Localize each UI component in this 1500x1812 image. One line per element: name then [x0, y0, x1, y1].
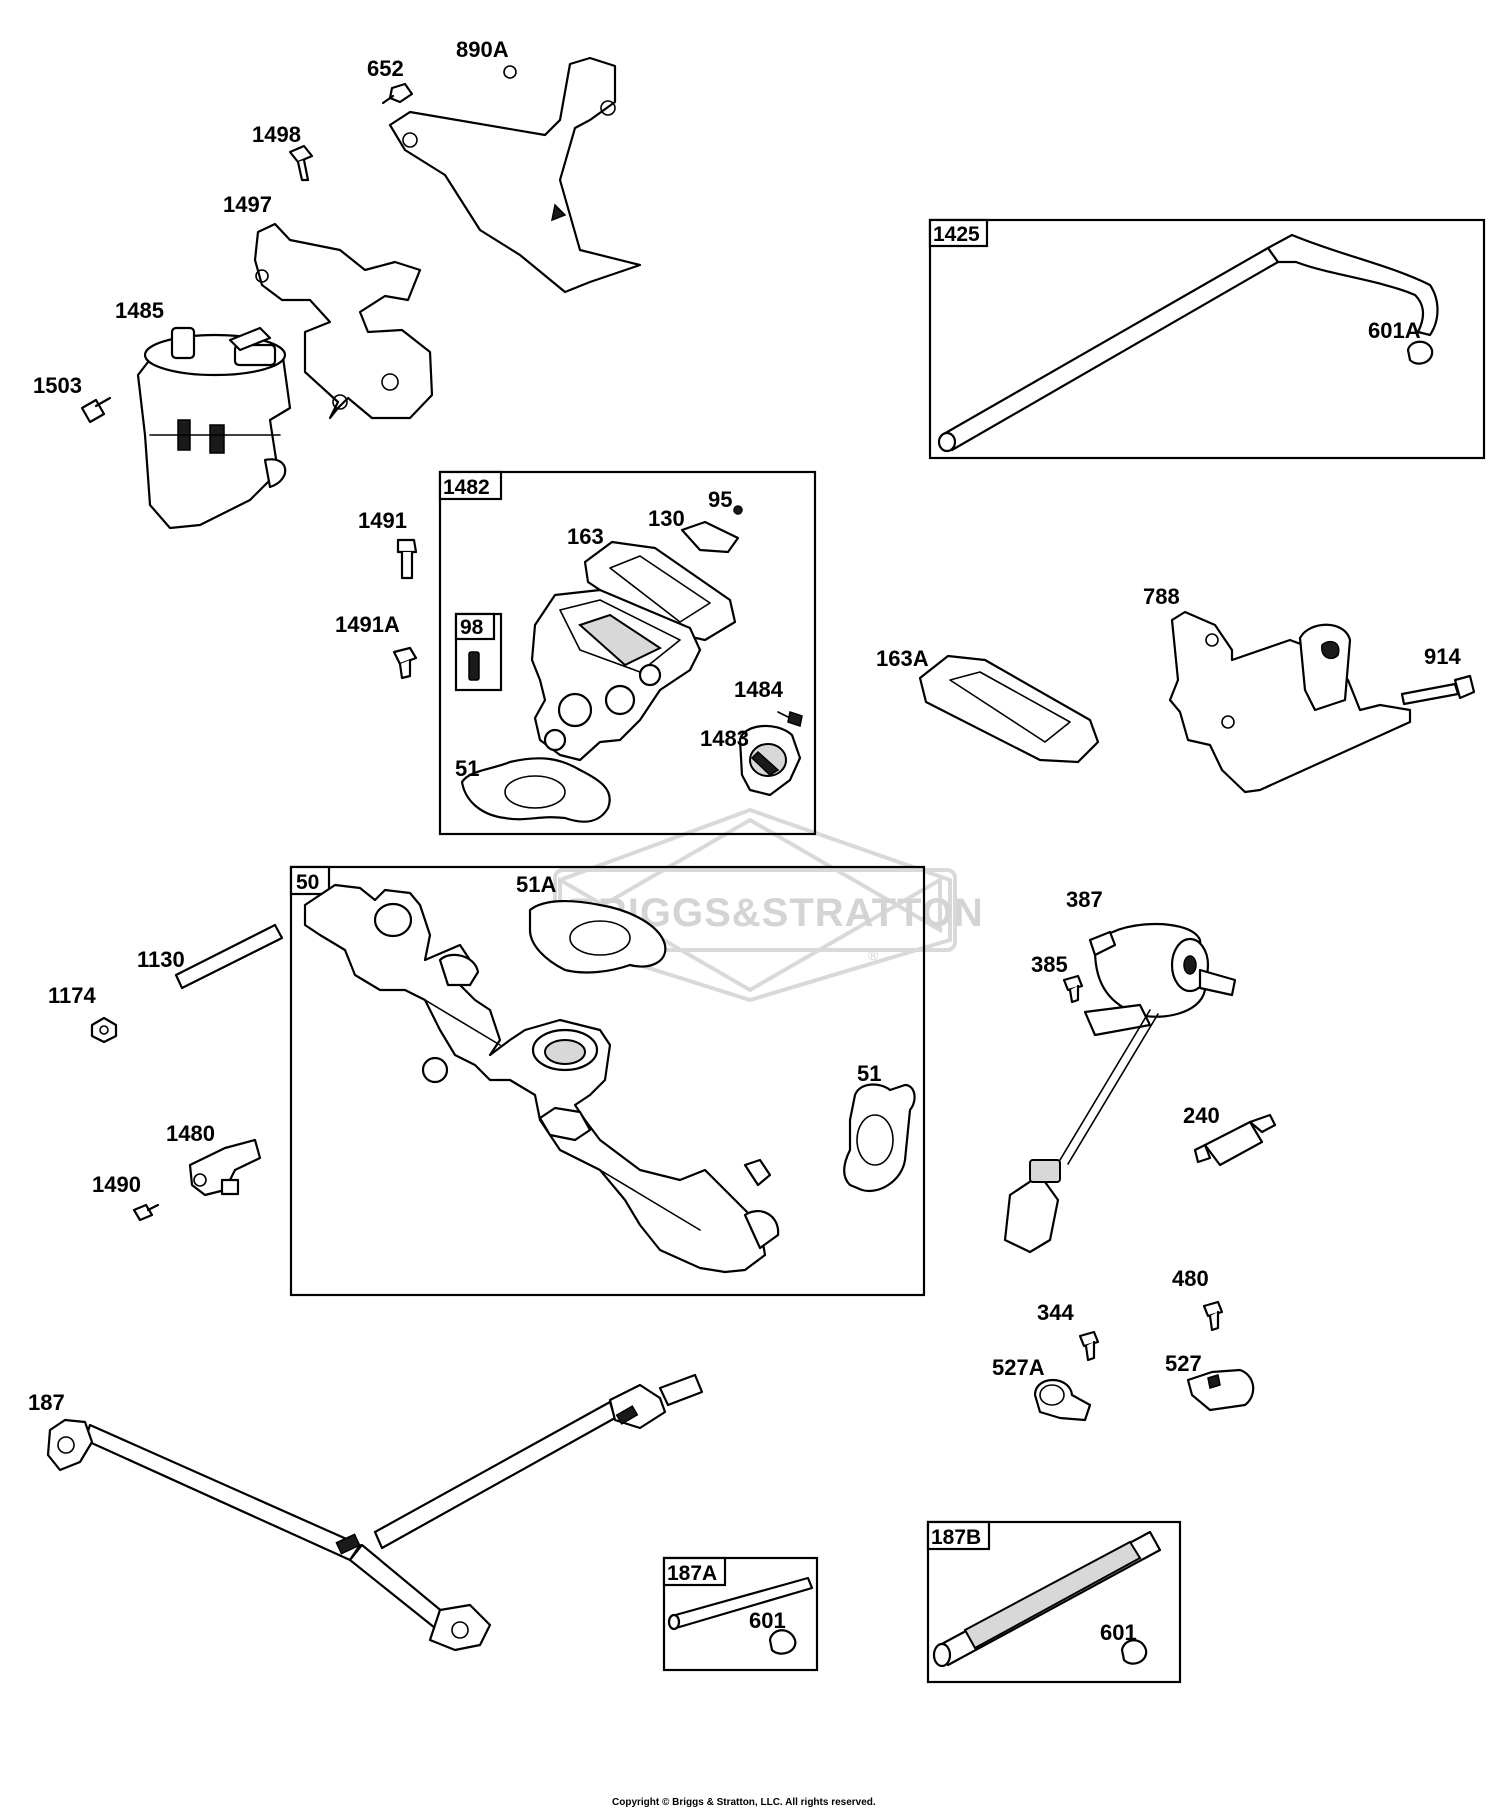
intake-manifold-50 [303, 883, 780, 1274]
frame-187A: 187A [662, 1556, 819, 1672]
fuel-injector-1480 [188, 1138, 262, 1197]
callout-1498: 1498 [252, 122, 301, 147]
clamp-601A [1406, 340, 1434, 365]
bolt-480 [1202, 1300, 1224, 1332]
callout-51-right: 51 [857, 1061, 881, 1086]
callout-1484: 1484 [734, 677, 784, 702]
gasket-163A [918, 654, 1100, 764]
gasket-51-box [460, 757, 611, 823]
callout-1491A: 1491A [335, 612, 400, 637]
bolt-1491A [392, 646, 418, 680]
callout-527: 527 [1165, 1351, 1202, 1376]
box-label-1425: 1425 [933, 223, 980, 246]
fuel-pump-module-1485 [136, 326, 292, 530]
bolt-344 [1078, 1330, 1100, 1362]
nut-1174 [90, 1016, 118, 1044]
callout-163A: 163A [876, 646, 929, 671]
frame-50: 50 [289, 865, 926, 1297]
bracket-890A [388, 56, 642, 294]
sensor-1483 [738, 724, 802, 797]
callout-95: 95 [708, 487, 732, 512]
callout-1130: 1130 [137, 947, 185, 972]
wire-harness [1003, 1009, 1159, 1254]
callout-130: 130 [648, 506, 685, 531]
callout-187: 187 [28, 1390, 65, 1415]
bolt-914 [1400, 674, 1476, 706]
bolt-652 [381, 82, 414, 105]
gasket-51A [528, 899, 667, 974]
callout-51-box: 51 [455, 756, 479, 781]
bolt-1490 [132, 1203, 160, 1222]
clamp-527A [1033, 1379, 1092, 1422]
callout-601-187A: 601 [749, 1608, 786, 1633]
callout-788: 788 [1143, 584, 1180, 609]
callout-1174: 1174 [48, 983, 96, 1008]
callout-527A: 527A [992, 1355, 1045, 1380]
frame-1482: 1482 [438, 470, 817, 836]
callout-1485: 1485 [115, 298, 164, 323]
callout-601A: 601A [1368, 318, 1421, 343]
callout-1483: 1483 [700, 726, 749, 751]
bolt-1491 [396, 538, 418, 580]
gasket-130 [680, 520, 740, 554]
copyright-notice: Copyright © Briggs & Stratton, LLC. All … [612, 1797, 876, 1808]
box-label-187B: 187B [931, 1526, 981, 1549]
throttle-body-1482 [530, 588, 702, 762]
insert-98 [468, 651, 480, 681]
fuel-hose-assembly-187 [46, 1373, 704, 1652]
callout-344: 344 [1037, 1300, 1074, 1325]
fuel-filter-240 [1193, 1113, 1277, 1167]
watermark-registered: ® [868, 947, 879, 963]
screw-95 [733, 505, 743, 515]
callout-890A: 890A [456, 37, 509, 62]
callout-480: 480 [1172, 1266, 1209, 1291]
callout-51A: 51A [516, 872, 556, 897]
box-label-1482: 1482 [443, 476, 490, 499]
box-label-187A: 187A [667, 1562, 717, 1585]
bracket-788 [1168, 610, 1412, 794]
clamp-527 [1186, 1368, 1255, 1412]
clamp-601-187B [1120, 1639, 1148, 1665]
callout-1503: 1503 [33, 373, 82, 398]
callout-387: 387 [1066, 887, 1103, 912]
clamp-601-187A [768, 1629, 797, 1655]
hose-187B [932, 1530, 1162, 1668]
callout-1497: 1497 [223, 192, 272, 217]
frame-187B: 187B [926, 1520, 1182, 1684]
stud-1130 [174, 923, 284, 990]
gasket-51-right [843, 1083, 916, 1193]
callout-163: 163 [567, 524, 604, 549]
callout-240: 240 [1183, 1103, 1220, 1128]
bracket-1497 [253, 222, 434, 420]
screw-1484 [777, 711, 803, 727]
box-label-98: 98 [460, 616, 484, 639]
frame-1425: 1425 [928, 218, 1486, 460]
bolt-1503 [80, 396, 112, 424]
hose-187A [667, 1576, 814, 1631]
fuel-pump-387 [1083, 922, 1237, 1037]
bolt-1498 [288, 144, 314, 182]
callout-1480: 1480 [166, 1121, 215, 1146]
callout-914: 914 [1424, 644, 1461, 669]
callout-1491: 1491 [358, 508, 407, 533]
callout-601-187B: 601 [1100, 1620, 1137, 1645]
watermark-logo: BRIGGS&STRATTON ® [553, 807, 983, 1003]
box-label-50: 50 [296, 871, 319, 894]
callout-labels: 652 890A 1498 1497 1485 1503 1491 1491A … [28, 37, 1461, 1645]
frame-98: 98 [454, 612, 503, 692]
callout-1490: 1490 [92, 1172, 141, 1197]
callout-652: 652 [367, 56, 404, 81]
callout-385: 385 [1031, 952, 1068, 977]
bolt-385 [1062, 974, 1084, 1004]
fuel-line-1425 [937, 233, 1439, 453]
